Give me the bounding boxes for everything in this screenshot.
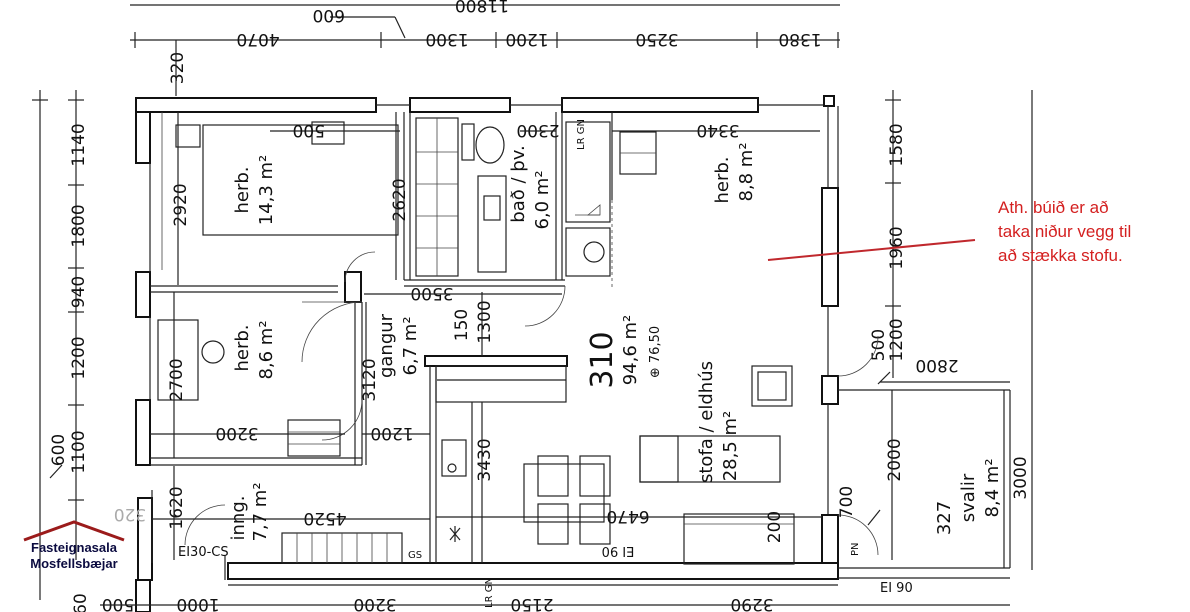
dim-mirror-320: 320	[114, 504, 146, 524]
dim-top-3250: 3250	[635, 29, 678, 49]
inner-dimensions: 500 2920 2620 2300 3340 3500 150 1300 27…	[150, 112, 1031, 563]
apartment-level: ⊕ 76,50	[648, 326, 663, 378]
dim-left-1140: 1140	[69, 123, 89, 166]
fixtures	[157, 112, 795, 565]
dim-bottom-60: 60	[71, 593, 91, 612]
room-stofa-area: 28,5 m²	[720, 411, 741, 482]
dim-3120: 3120	[360, 358, 380, 401]
note-line-3: að stækka stofu.	[998, 246, 1123, 265]
dim-3430: 3430	[475, 438, 495, 481]
apartment-area: 94,6 m²	[620, 315, 641, 386]
dim-top-600: 600	[313, 5, 345, 25]
dim-right-2800: 2800	[915, 355, 958, 375]
dim-left-1100: 1100	[69, 430, 89, 473]
logo-line-2: Mosfellsbæjar	[30, 556, 118, 571]
dim-2300: 2300	[516, 120, 559, 140]
dim-right-500: 500	[869, 329, 889, 361]
left-dimensions: 1140 1800 940 1200 1100 600 320	[32, 40, 188, 600]
dim-left-1800: 1800	[69, 204, 89, 247]
agency-logo: Fasteignasala Mosfellsbæjar	[18, 518, 126, 578]
dim-left-600: 600	[49, 434, 69, 466]
exterior-walls	[135, 95, 839, 581]
note-line-2: taka niður vegg til	[998, 222, 1132, 241]
dim-bottom-500: 500	[102, 594, 134, 612]
dim-3200: 3200	[215, 423, 258, 443]
room-svalir-number: 327	[934, 501, 955, 535]
dim-left-320: 320	[168, 52, 188, 84]
room-gangur-name: gangur	[376, 313, 397, 378]
dim-4520: 4520	[303, 508, 346, 528]
small-labels: EI 90 EI30-CS GS PN PN LR GN LR GN EI 90	[142, 119, 913, 608]
label-lr-gn-bottom: LR GN	[484, 577, 495, 608]
room-herb1-area: 14,3 m²	[256, 155, 277, 226]
room-labels: herb. 14,3 m² herb. 8,6 m² herb. 8,8 m² …	[228, 142, 1003, 541]
note-line-1: Ath. búið er að	[998, 198, 1109, 217]
room-herb3-name: herb.	[712, 156, 733, 203]
annotation-note: Ath. búið er að taka niður vegg til að s…	[998, 196, 1178, 268]
dim-left-940: 940	[69, 276, 89, 308]
label-ei30cs: EI30-CS	[178, 545, 229, 560]
annotation-line	[767, 239, 976, 261]
label-gs: GS	[408, 550, 422, 561]
room-svalir-name: svalir	[958, 473, 979, 522]
label-ei90: EI 90	[602, 543, 635, 558]
dim-200: 200	[765, 511, 785, 543]
room-stofa-name: stofa / eldhús	[696, 361, 717, 483]
dim-3500: 3500	[410, 283, 453, 303]
interior-walls	[150, 112, 1011, 580]
dim-top-total: 11800	[455, 0, 509, 15]
dim-2000: 2000	[885, 438, 905, 481]
room-bad-area: 6,0 m²	[532, 170, 553, 229]
room-herb1-name: herb.	[232, 166, 253, 213]
label-ei90-bottom: EI 90	[880, 581, 913, 596]
dim-left-1200: 1200	[69, 336, 89, 379]
dim-1300: 1300	[475, 300, 495, 343]
dim-top-1380: 1380	[778, 29, 821, 49]
logo-line-1: Fasteignasala	[31, 540, 117, 555]
room-gangur-area: 6,7 m²	[400, 316, 421, 375]
dim-top-4070: 4070	[236, 29, 279, 49]
dim-700: 700	[837, 486, 857, 518]
dim-2920: 2920	[171, 183, 191, 226]
dim-1620: 1620	[167, 486, 187, 529]
label-lr-gn: LR GN	[576, 119, 587, 150]
roof-icon	[23, 520, 125, 542]
dim-right-1200: 1200	[887, 318, 907, 361]
room-inng-area: 7,7 m²	[250, 482, 271, 541]
dim-3340: 3340	[696, 120, 739, 140]
bottom-partial-plan: 60 500 1000 3200 2150 3290 320	[71, 504, 1010, 612]
room-inng-name: inng.	[228, 496, 249, 541]
apartment-number: 310	[585, 331, 620, 388]
dim-3000: 3000	[1011, 456, 1031, 499]
dim-top-1300: 1300	[425, 29, 468, 49]
room-svalir-area: 8,4 m²	[982, 458, 1003, 517]
dim-2700: 2700	[167, 358, 187, 401]
dim-bottom-3290: 3290	[730, 594, 773, 612]
doors	[184, 251, 879, 556]
right-dimensions: 1580 1960 1200 500 2800	[869, 90, 1033, 570]
room-herb2-name: herb.	[232, 324, 253, 371]
dim-bottom-2150: 2150	[510, 594, 553, 612]
dim-150: 150	[452, 309, 472, 341]
dim-2620: 2620	[390, 178, 410, 221]
dim-bottom-3200: 3200	[353, 594, 396, 612]
dim-top-1200: 1200	[505, 29, 548, 49]
room-herb2-area: 8,6 m²	[256, 320, 277, 379]
label-pn-right: PN	[850, 542, 861, 556]
room-bad-name: bað / þv.	[508, 145, 529, 222]
room-herb3-area: 8,8 m²	[736, 142, 757, 201]
top-dimensions: 11800 600 4070 1300 1200 3250 1380	[130, 0, 840, 49]
dim-bottom-1000: 1000	[176, 594, 219, 612]
dim-6470: 6470	[606, 506, 649, 526]
dim-right-1580: 1580	[887, 123, 907, 166]
dim-500: 500	[293, 120, 325, 140]
dim-1200: 1200	[370, 423, 413, 443]
